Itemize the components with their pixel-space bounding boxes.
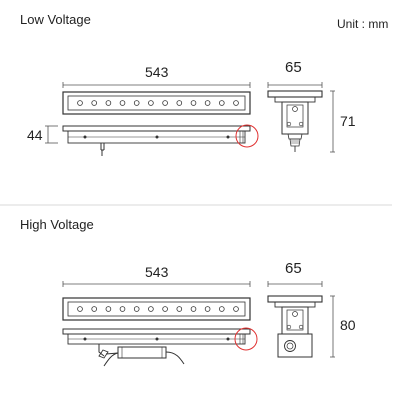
high-led-9 (190, 306, 197, 312)
high-led-11 (219, 306, 225, 312)
unit-label: Unit : mm (337, 17, 389, 31)
high-led-12 (233, 306, 239, 312)
low-length-label: 543 (145, 64, 169, 80)
low-highlight-circle (235, 124, 259, 148)
high-highlight-circle (234, 327, 258, 351)
high-depth-label: 80 (340, 317, 356, 333)
low-led-11 (219, 100, 225, 106)
low-height-label: 44 (27, 127, 43, 143)
high-length-dimension (62, 281, 251, 287)
low-depth-label: 71 (340, 113, 356, 129)
low-led-6 (148, 100, 154, 106)
low-led-5 (133, 100, 140, 106)
high-led-5 (133, 306, 140, 312)
low-voltage-title: Low Voltage (20, 12, 91, 27)
low-led-7 (162, 100, 168, 106)
high-led-10 (204, 306, 211, 312)
low-led-4 (119, 100, 126, 106)
low-led-1 (77, 100, 83, 106)
low-end-view (267, 82, 323, 152)
high-led-2 (91, 306, 97, 312)
low-led-row (77, 100, 239, 106)
low-led-8 (176, 100, 183, 106)
high-depth-dimension (330, 295, 335, 358)
high-end-view (267, 281, 323, 358)
low-length-dimension (62, 82, 251, 88)
high-voltage-title: High Voltage (20, 217, 94, 232)
high-side-view-fixture (62, 328, 251, 367)
high-led-4 (119, 306, 126, 312)
low-led-10 (204, 100, 211, 106)
low-side-view-fixture (62, 125, 251, 156)
low-height-dimension (45, 125, 58, 144)
low-led-12 (233, 100, 239, 106)
high-led-8 (176, 306, 183, 312)
high-top-view-fixture (62, 297, 251, 321)
high-led-row (77, 306, 239, 312)
low-led-2 (91, 100, 97, 106)
low-led-3 (105, 100, 112, 106)
high-led-3 (105, 306, 112, 312)
low-width-label: 65 (285, 59, 302, 76)
high-led-1 (77, 306, 83, 312)
high-led-7 (162, 306, 168, 312)
low-top-view-fixture (62, 91, 251, 115)
low-depth-dimension (330, 90, 335, 153)
high-width-label: 65 (285, 260, 302, 277)
high-length-label: 543 (145, 264, 169, 280)
high-led-6 (148, 306, 154, 312)
low-led-9 (190, 100, 197, 106)
